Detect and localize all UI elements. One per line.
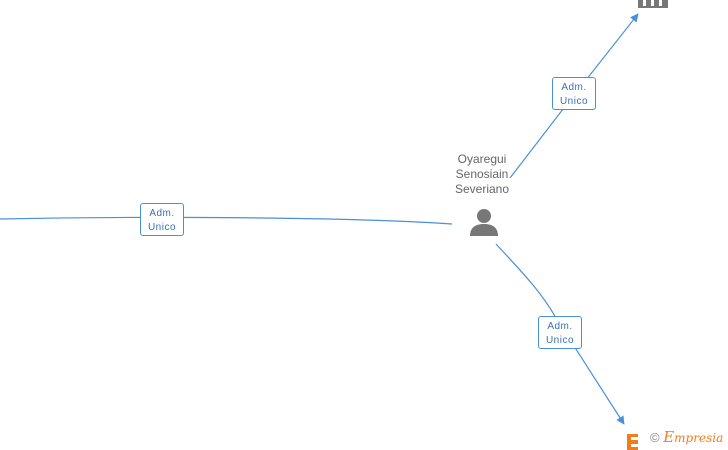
- person-name-line: Severiano: [454, 182, 510, 196]
- edge-left: [0, 216, 453, 225]
- edge-label-role-detail: Unico: [559, 96, 589, 107]
- edge-label-role: Adm.: [561, 82, 587, 93]
- edge-label-role-detail: Unico: [147, 222, 177, 233]
- edge-label-left[interactable]: Adm. Unico: [140, 203, 184, 236]
- person-icon[interactable]: [469, 207, 499, 237]
- person-name[interactable]: Oyaregui Senosiain Severiano: [432, 152, 532, 197]
- person-name-line: Oyaregui: [457, 152, 507, 166]
- company-e-icon[interactable]: [627, 434, 638, 450]
- person-name-line: Senosiain: [455, 167, 509, 181]
- edge-label-bottom-right[interactable]: Adm. Unico: [538, 316, 582, 349]
- building-icon[interactable]: [638, 0, 670, 10]
- edge-label-role-detail: Unico: [545, 335, 575, 346]
- edge-label-role: Adm.: [547, 321, 573, 332]
- footer-brand: © Empresia: [650, 428, 723, 446]
- edge-label-top-right[interactable]: Adm. Unico: [552, 77, 596, 110]
- edge-label-role: Adm.: [149, 208, 175, 219]
- brand-initial: E: [663, 428, 675, 446]
- brand-name: mpresia: [674, 431, 724, 445]
- copyright-symbol: ©: [650, 430, 660, 445]
- edge-top-right: [509, 13, 639, 179]
